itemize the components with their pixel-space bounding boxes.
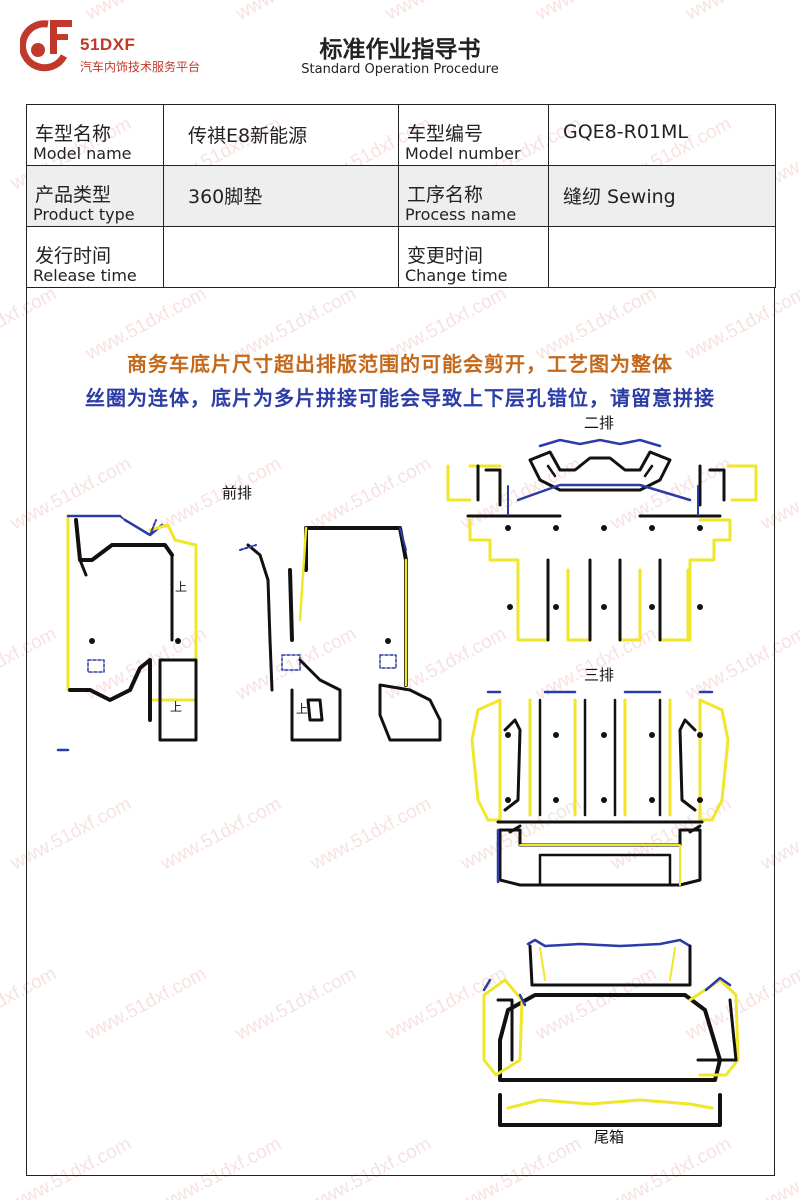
brand-logo-icon (20, 20, 72, 72)
process-note-line-2: 丝圈为连体，底片为多片拼接可能会导致上下层孔错位，请留意拼接 (85, 386, 715, 410)
brand-name: 51DXF (80, 35, 136, 54)
trunk-label: 尾箱 (594, 1128, 625, 1146)
release-time-label-cn: 发行时间 (35, 245, 112, 267)
model-name-value-cell: 传祺E8新能源 (163, 104, 399, 166)
model-number-value: GQE8-R01ML (563, 121, 688, 143)
model-name-value: 传祺E8新能源 (188, 125, 308, 147)
orientation-mark-up: 上 (170, 700, 183, 714)
model-number-label-cn: 车型编号 (407, 123, 484, 145)
process-drawing-frame (26, 287, 775, 1176)
model-number-label-en: Model number (405, 144, 521, 163)
document-header: 51DXF 汽车内饰技术服务平台 标准作业指导书 Standard Operat… (0, 0, 800, 104)
change-time-label-en: Change time (405, 266, 508, 285)
trunk-mat (482, 938, 740, 1127)
orientation-mark-up: 上 (296, 702, 309, 716)
process-name-value-cell: 缝纫 Sewing (548, 165, 776, 227)
orientation-mark-up: 上 (175, 580, 188, 594)
process-name-label-cell: 工序名称 Process name (398, 165, 549, 227)
second-row-mat (446, 438, 758, 642)
release-time-label-en: Release time (33, 266, 137, 285)
info-table: 车型名称 Model name 传祺E8新能源 车型编号 Model numbe… (26, 104, 776, 288)
model-name-label-en: Model name (33, 144, 132, 163)
process-name-label-cn: 工序名称 (407, 184, 484, 206)
product-type-label-cell: 产品类型 Product type (26, 165, 164, 227)
change-time-label-cn: 变更时间 (407, 245, 484, 267)
model-name-label-cell: 车型名称 Model name (26, 104, 164, 166)
model-name-label-cn: 车型名称 (35, 123, 112, 145)
document-title: 标准作业指导书 (319, 37, 481, 63)
front-row-left-mat (56, 514, 198, 752)
release-time-value-cell (163, 226, 399, 288)
change-time-label-cell: 变更时间 Change time (398, 226, 549, 288)
front-row-right-mat (239, 526, 442, 742)
process-name-value: 缝纫 Sewing (563, 186, 676, 208)
model-number-label-cell: 车型编号 Model number (398, 104, 549, 166)
release-time-label-cell: 发行时间 Release time (26, 226, 164, 288)
product-type-value: 360脚垫 (188, 186, 263, 208)
third-row-mat (470, 690, 730, 887)
change-time-value-cell (548, 226, 776, 288)
front-row-label: 前排 (222, 484, 253, 502)
document-subtitle: Standard Operation Procedure (301, 62, 499, 77)
brand-tagline: 汽车内饰技术服务平台 (80, 60, 201, 74)
product-type-label-en: Product type (33, 205, 135, 224)
process-note-line-1: 商务车底片尺寸超出排版范围的可能会剪开，工艺图为整体 (127, 352, 673, 376)
second-row-label: 二排 (584, 414, 615, 432)
third-row-label: 三排 (584, 666, 615, 684)
process-name-label-en: Process name (405, 205, 517, 224)
table-row: 发行时间 Release time 变更时间 Change time (26, 226, 776, 288)
product-type-label-cn: 产品类型 (35, 184, 112, 206)
